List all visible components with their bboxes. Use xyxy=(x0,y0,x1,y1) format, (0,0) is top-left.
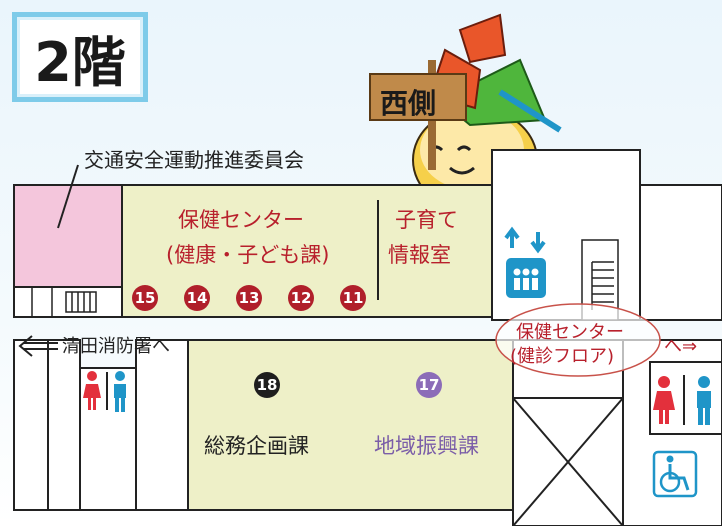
general-affairs-label: 総務企画課 xyxy=(204,434,309,458)
arrow-left-icon xyxy=(18,335,58,357)
floor-badge: 2階 xyxy=(12,12,148,102)
counter-13: 13 xyxy=(236,285,262,311)
childcare-sublabel: 情報室 xyxy=(388,243,451,267)
traffic-committee-label: 交通安全運動推進委員会 xyxy=(84,148,304,172)
stairs-left xyxy=(31,287,97,317)
counter-15: 15 xyxy=(132,285,158,311)
counter-18: 18 xyxy=(254,372,280,398)
counter-11: 11 xyxy=(340,285,366,311)
checkup-floor-arrow: へ⇒ xyxy=(664,336,698,357)
checkup-floor-sublabel: (健診フロア) xyxy=(510,346,615,367)
elevator-icon xyxy=(504,226,546,298)
floor-label: 2階 xyxy=(34,30,126,94)
restroom-icon xyxy=(653,375,711,425)
west-side-sign xyxy=(369,60,467,170)
general-affairs-room xyxy=(187,339,514,511)
counter-17: 17 xyxy=(416,372,442,398)
counter-14: 14 xyxy=(184,285,210,311)
west-side-label: 西側 xyxy=(380,87,437,120)
checkup-floor-label: 保健センター xyxy=(516,322,624,343)
checkup-floor-callout xyxy=(495,303,661,377)
counter-12: 12 xyxy=(288,285,314,311)
regional-promotion-label: 地域振興課 xyxy=(374,434,479,458)
fire-station-direction: 清田消防署へ xyxy=(62,336,170,357)
health-center-label: 保健センター xyxy=(178,208,304,232)
health-center-sublabel: (健康・子ども課) xyxy=(166,243,330,267)
restroom-icon xyxy=(83,371,126,412)
childcare-label: 子育て xyxy=(395,208,458,232)
wheelchair-icon xyxy=(652,450,698,498)
traffic-committee-room xyxy=(13,184,123,288)
